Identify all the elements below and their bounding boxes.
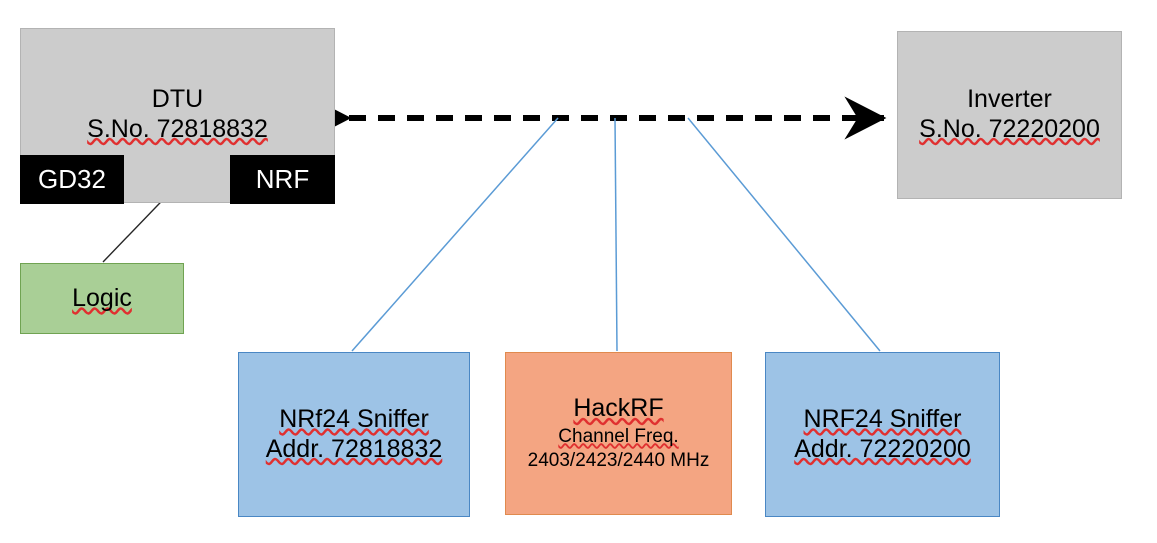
tap-line-sniffer-left	[351, 117, 559, 352]
tap-line-hackrf	[614, 117, 618, 352]
logic-analyzer-node[interactable]: Logic	[20, 263, 184, 334]
sniffer-right-title: NRF24 Sniffer	[803, 405, 962, 433]
gd32-label: GD32	[38, 164, 106, 195]
dtu-serial: S.No. 72818832	[87, 114, 268, 143]
hackrf-node[interactable]: HackRF Channel Freq. 2403/2423/2440 MHz	[505, 352, 732, 515]
inverter-node[interactable]: Inverter S.No. 72220200	[897, 31, 1122, 199]
sniffer-right-node[interactable]: NRF24 Sniffer Addr. 72220200	[765, 352, 1000, 517]
inverter-serial: S.No. 72220200	[919, 114, 1100, 143]
tap-lines	[351, 117, 881, 352]
hackrf-subtitle: Channel Freq.	[558, 425, 679, 447]
sniffer-left-node[interactable]: NRf24 Sniffer Addr. 72818832	[238, 352, 470, 517]
dtu-chip-nrf[interactable]: NRF	[230, 155, 335, 204]
sniffer-left-address: Addr. 72818832	[265, 434, 443, 463]
inverter-title: Inverter	[967, 85, 1052, 113]
sniffer-right-address: Addr. 72220200	[794, 434, 971, 463]
dtu-chip-gd32[interactable]: GD32	[20, 155, 124, 204]
nrf-label: NRF	[255, 164, 310, 195]
dtu-title: DTU	[151, 85, 204, 113]
logic-label: Logic	[72, 283, 132, 312]
tap-line-sniffer-right	[687, 117, 881, 352]
hackrf-title: HackRF	[573, 394, 664, 423]
sniffer-left-title: NRf24 Sniffer	[279, 405, 429, 433]
hackrf-frequencies: 2403/2423/2440 MHz	[527, 450, 710, 472]
